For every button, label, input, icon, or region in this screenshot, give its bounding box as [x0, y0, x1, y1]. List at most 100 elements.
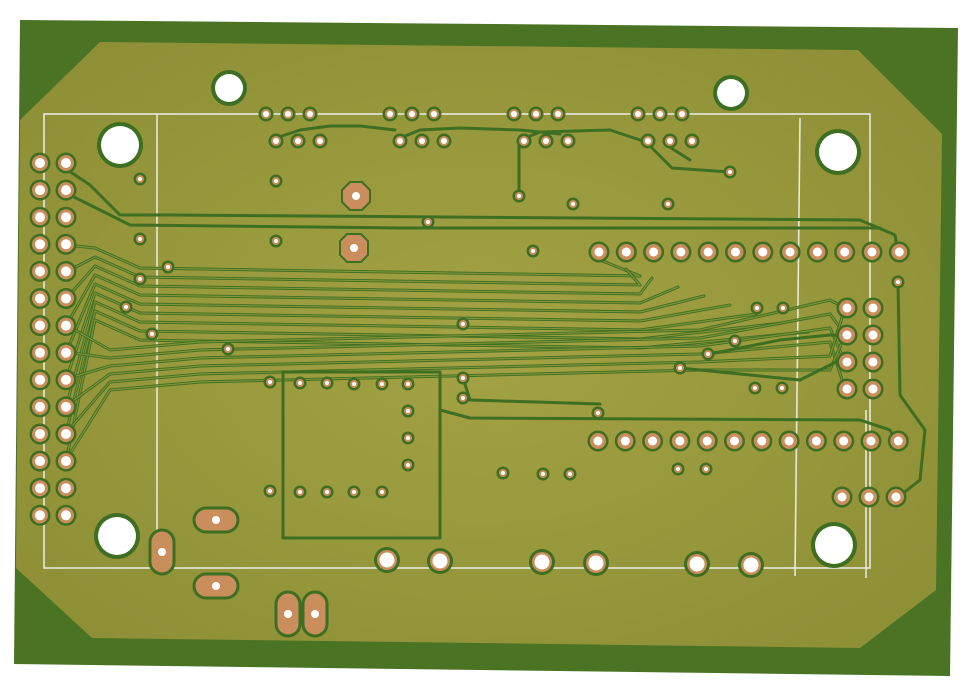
via-pad: [382, 106, 398, 122]
small-via: [750, 301, 764, 315]
small-via: [723, 165, 737, 179]
mounting-holes: [94, 70, 861, 568]
header-pin: [29, 477, 51, 499]
small-via: [133, 172, 147, 186]
row-pin: [588, 241, 610, 263]
small-via: [496, 466, 510, 480]
small-via: [320, 485, 334, 499]
small-via: [775, 381, 789, 395]
via-pad: [528, 106, 544, 122]
row-pin: [858, 486, 880, 508]
small-via: [701, 347, 715, 361]
bus-trace-highlight: [65, 307, 846, 434]
via-pad: [436, 133, 452, 149]
bus-trace-highlight: [65, 310, 783, 435]
header-pin: [55, 423, 77, 445]
row-pin: [806, 241, 828, 263]
via-pad: [312, 133, 328, 149]
small-via: [699, 462, 713, 476]
header-pin: [55, 288, 77, 309]
small-via: [591, 406, 605, 420]
via-pad: [506, 106, 522, 122]
header-pin: [55, 450, 77, 472]
row-pin: [861, 241, 883, 263]
small-via: [566, 197, 580, 211]
row-pin: [669, 430, 691, 452]
small-via: [161, 260, 175, 274]
mounting-hole: [811, 522, 857, 568]
mounting-hole: [815, 129, 861, 175]
row-pin: [778, 430, 800, 452]
via-pad: [640, 133, 656, 149]
small-via: [133, 272, 147, 286]
small-via: [401, 404, 415, 418]
row-pin: [587, 430, 609, 452]
header-pin: [29, 342, 51, 364]
block-pin: [836, 378, 858, 400]
block-pin: [862, 378, 884, 400]
row-pin: [725, 241, 746, 263]
header-pin: [29, 396, 51, 418]
small-via: [728, 334, 742, 348]
row-pin: [615, 241, 637, 263]
row-pin: [779, 241, 801, 263]
bottom-large-pads: [374, 547, 764, 578]
small-via: [536, 467, 550, 481]
small-via: [401, 458, 415, 472]
via-pad: [268, 133, 284, 149]
row-pin: [831, 486, 853, 508]
row-pin: [885, 486, 907, 508]
header-pin: [55, 206, 77, 228]
block-pin: [836, 351, 858, 373]
via-pad: [280, 106, 296, 122]
small-via: [269, 234, 283, 248]
block-pin: [836, 324, 858, 346]
header-pin: [29, 423, 51, 445]
small-via: [891, 275, 905, 289]
header-pin: [29, 288, 51, 309]
row-pin: [696, 430, 718, 452]
small-via: [375, 485, 389, 499]
via-pad: [674, 106, 690, 122]
octagon-pads: [339, 181, 371, 263]
small-via: [401, 431, 415, 445]
small-via: [661, 197, 675, 211]
via-pad: [550, 106, 566, 122]
small-vias: [119, 165, 905, 499]
right-pin-block: [831, 297, 907, 508]
small-via: [563, 467, 577, 481]
header-pin: [29, 206, 51, 228]
header-pin: [29, 179, 51, 201]
small-via: [375, 377, 389, 391]
small-via: [456, 317, 470, 331]
block-pin: [862, 297, 884, 319]
oblong-pads: [148, 506, 329, 638]
block-pin: [862, 351, 884, 373]
small-via: [512, 189, 526, 203]
bus-trace-highlight: [65, 283, 705, 354]
via-pad: [662, 133, 678, 149]
small-via: [673, 361, 687, 375]
small-via: [293, 376, 307, 390]
header-pin: [29, 233, 51, 255]
bus-trace-highlight: [65, 299, 846, 351]
header-pin: [29, 152, 51, 174]
via-pad: [652, 106, 668, 122]
via-pad: [258, 106, 274, 122]
via-pad: [560, 133, 576, 149]
header-pin: [29, 504, 51, 526]
bus-trace-highlight: [65, 274, 679, 327]
large-pad: [738, 552, 764, 578]
small-via: [748, 381, 762, 395]
small-via: [526, 244, 540, 258]
via-pad: [684, 133, 700, 149]
via-pad: [414, 133, 430, 149]
header-pin: [29, 369, 51, 391]
row-pin: [670, 241, 692, 263]
via-pad: [302, 106, 318, 122]
via-pad: [538, 133, 554, 149]
small-via: [263, 484, 277, 498]
block-pin: [836, 297, 858, 319]
row-pin: [751, 430, 773, 452]
